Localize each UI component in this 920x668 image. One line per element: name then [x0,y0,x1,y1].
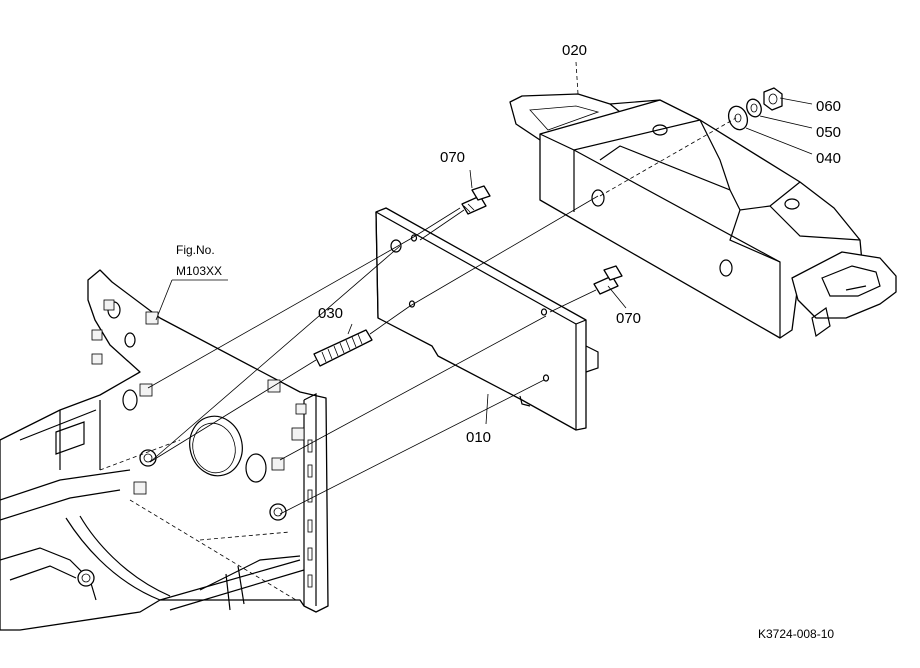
callout-050: 050 [816,124,841,141]
nut-060 [763,87,783,111]
leader-lines [155,61,813,425]
callout-060: 060 [816,98,841,115]
drawbar-hitch-020 [509,93,897,339]
bolt-070-upper [461,185,491,215]
callout-020: 020 [562,42,587,59]
assembly-centerlines [147,117,737,515]
callout-070-upper: 070 [440,149,465,166]
stud-030 [313,329,373,367]
figure-ref-title: Fig.No. [176,243,215,257]
callout-010: 010 [466,429,491,446]
mounting-plate-010 [375,207,599,431]
callout-040: 040 [816,150,841,167]
callout-030: 030 [318,305,343,322]
washer-040 [727,105,749,131]
figure-ref-number: M103XX [176,264,222,278]
drawing-code: K3724-008-10 [758,627,834,641]
lock-washer-050 [746,98,762,118]
callout-070-lower: 070 [616,310,641,327]
bolt-070-lower [593,265,623,295]
